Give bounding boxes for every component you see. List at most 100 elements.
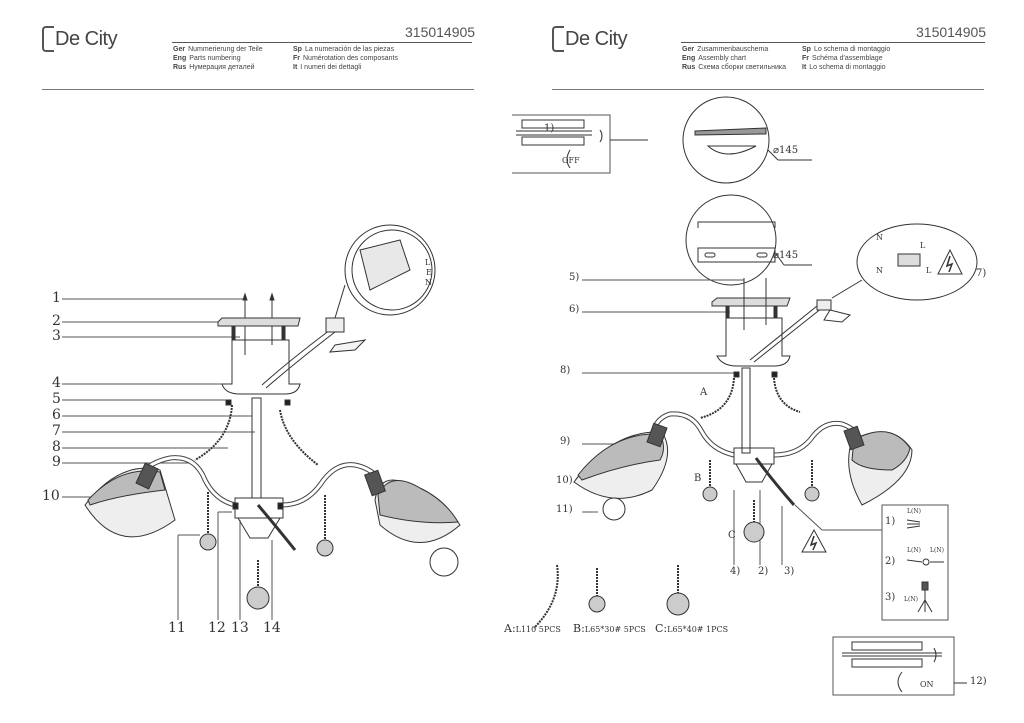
letter-b: B: [694, 473, 702, 484]
logo-mark-icon: [552, 26, 564, 52]
terminal-zoom-bubble: [344, 224, 436, 316]
breaker-off-panel: [512, 114, 648, 174]
terminal-letter-e: E: [426, 268, 432, 277]
letter-a: A: [700, 387, 708, 398]
terminal-letter-n: N: [425, 278, 432, 287]
header-divider: [681, 42, 985, 43]
part-label-9: 9: [52, 454, 61, 470]
mounting-bracket-detail-circle: [685, 194, 777, 286]
connection-2-num: 2): [885, 556, 896, 567]
terminal-block: [325, 317, 345, 333]
leader-lines: [62, 298, 273, 620]
crystal-pendants: [702, 460, 820, 543]
chain-a-left: [699, 377, 735, 419]
connection-types-panel: [881, 504, 949, 621]
crystal-pendants: [199, 492, 334, 610]
terminal-letter-l: L: [425, 258, 431, 267]
warning-icon: [801, 528, 827, 553]
wiring-l-bottom: L: [926, 266, 932, 275]
diameter-label-1: ⌀145: [773, 145, 799, 156]
shade-left: [573, 422, 669, 521]
center-stem: [741, 367, 751, 454]
step-12-label: 12): [970, 676, 987, 687]
connection-3-num: 3): [885, 592, 896, 603]
connection-1-label: L(N): [907, 508, 921, 515]
step-7-label: 7): [976, 268, 987, 279]
canopy-detail-circle: [682, 96, 770, 184]
canopy: [221, 339, 301, 395]
step-10-label: 10): [556, 475, 573, 486]
part-label-3: 3: [52, 328, 61, 344]
legend-a: A:L110 5PCS: [504, 622, 561, 635]
terminal-block: [816, 299, 832, 311]
arm-right: [281, 462, 380, 508]
assembly-drawing: [512, 96, 978, 696]
part-label-7: 7: [52, 423, 61, 439]
brand-logo: De City: [42, 26, 118, 52]
shade-left: [84, 462, 176, 538]
part-label-14: 14: [263, 620, 281, 636]
step-4-label: 4): [730, 566, 741, 577]
center-stem: [251, 397, 262, 499]
chain-a-right: [773, 377, 801, 413]
wiring-l-top: L: [920, 241, 926, 250]
step-11-label: 11): [556, 504, 573, 515]
shade-right: [843, 425, 913, 506]
header-bottom-divider: [42, 89, 474, 90]
part-label-13: 13: [231, 620, 249, 636]
connection-2-label-a: L(N): [907, 547, 921, 554]
part-label-5: 5: [52, 391, 61, 407]
header-divider: [172, 42, 472, 43]
part-label-4: 4: [52, 375, 61, 391]
step-1-label: 1): [544, 123, 555, 134]
shade-right: [364, 469, 461, 577]
step-9-label: 9): [560, 436, 571, 447]
bulb: [602, 497, 626, 521]
step-3-label: 3): [784, 566, 795, 577]
step-6-label: 6): [569, 304, 580, 315]
letter-c: C: [728, 530, 736, 541]
bulb: [429, 547, 459, 577]
connection-1-num: 1): [885, 516, 896, 527]
part-label-12: 12: [208, 620, 226, 636]
breaker-on-panel: [832, 636, 967, 696]
part-label-6: 6: [52, 407, 61, 423]
legend-b: B:L65*30# 5PCS: [573, 622, 646, 635]
chandelier-parts-drawing: [62, 224, 461, 620]
wiring-n-bottom: N: [876, 266, 883, 275]
part-label-2: 2: [52, 313, 61, 329]
header-bottom-divider: [552, 89, 984, 90]
connection-3-label: L(N): [904, 596, 918, 603]
switch-on-label: ON: [920, 680, 934, 689]
arm-hub: [733, 447, 775, 465]
diameter-label-2: ⌀145: [773, 250, 799, 261]
mounting-plate: [217, 317, 301, 327]
wiring-n-top: N: [876, 233, 883, 242]
chain-left: [194, 404, 233, 461]
leader-lines: [582, 279, 882, 565]
part-label-10: 10: [42, 488, 60, 504]
brand-name: De City: [565, 27, 628, 50]
step-2-label: 2): [758, 566, 769, 577]
part-label-1: 1: [52, 290, 61, 306]
brand-name: De City: [55, 27, 118, 50]
connection-2-label-b: L(N): [930, 547, 944, 554]
wiring-detail-bubble: [856, 223, 978, 301]
legend-c: C:L65*40# 1PCS: [655, 622, 729, 635]
step-5-label: 5): [569, 272, 580, 283]
part-label-11: 11: [168, 620, 186, 636]
